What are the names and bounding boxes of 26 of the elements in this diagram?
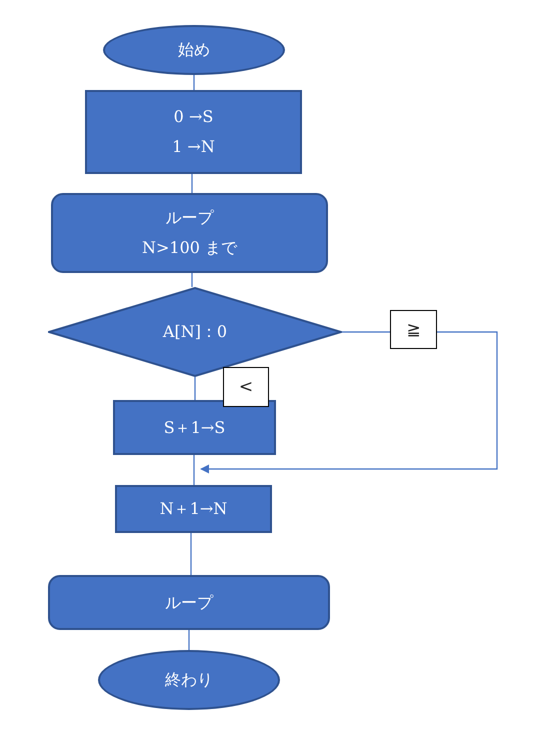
decision-diamond [48, 287, 342, 377]
loop-box [51, 193, 328, 273]
connector-line [194, 377, 196, 400]
node-label: N>100 まで [142, 238, 238, 258]
connector-line [193, 455, 195, 485]
node-label: 1 →N [172, 137, 215, 157]
edge-label: < [223, 367, 269, 407]
node-label: 終わり [165, 670, 213, 690]
arrow [200, 331, 498, 474]
process-box [85, 90, 302, 174]
node-label: N＋1→N [160, 499, 228, 519]
edge-label: ≧ [390, 310, 437, 349]
node-label: A[N]：0 [162, 322, 228, 342]
loop-box [48, 575, 330, 630]
connector-line [188, 630, 190, 650]
connector-line [191, 174, 193, 193]
connector-line [190, 533, 192, 575]
node-label: 始め [178, 40, 210, 60]
connector-line [191, 273, 193, 287]
node-label: ループ [165, 592, 213, 612]
node-label: ループ [166, 208, 214, 228]
node-label: 0 →S [174, 107, 214, 127]
process-box [113, 400, 276, 455]
process-box [115, 485, 272, 533]
connector-line [193, 75, 195, 90]
node-label: S＋1→S [164, 418, 226, 438]
